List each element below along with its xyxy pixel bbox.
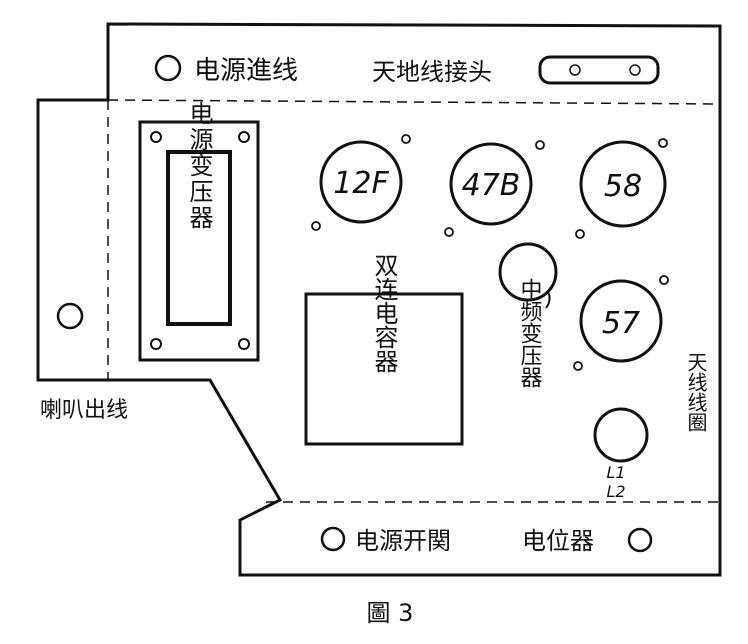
terminal-screw-1 (569, 64, 581, 76)
transformer-mount-hole (238, 131, 250, 143)
potentiometer-hole (627, 527, 653, 553)
transformer-mount-hole (150, 338, 162, 350)
power-in-hole (154, 54, 182, 82)
chassis-outline (36, 22, 722, 577)
transformer-mount-hole (238, 338, 250, 350)
tube-label-47b: 47B (462, 168, 521, 203)
if-transformer-label: 中频变压器 (517, 278, 543, 388)
dashed-line-top (107, 99, 721, 105)
power-in-label: 电源進线 (194, 56, 298, 86)
coil-id-l1: L1 (606, 463, 625, 482)
speaker-out-hole (56, 302, 84, 330)
tube-label-58: 58 (604, 169, 642, 204)
figure-caption: 圖 3 (367, 599, 414, 627)
power-switch-hole (320, 526, 346, 552)
tube-socket-57 (579, 279, 663, 363)
tube-socket-47b (449, 142, 533, 226)
tube-socket-58 (579, 140, 667, 228)
antenna-coil-label: 天线线圈 (684, 352, 708, 432)
dual-capacitor-body (304, 292, 464, 446)
power-transformer-label: 电源变压器 (185, 101, 213, 231)
transformer-mount-hole (150, 131, 162, 143)
tube-label-57: 57 (602, 306, 640, 341)
tube-label-12f: 12F (333, 166, 389, 201)
potentiometer-label: 电位器 (522, 527, 594, 555)
antenna-ground-terminal (538, 55, 660, 85)
antenna-ground-label: 天地线接头 (372, 58, 492, 86)
speaker-out-label: 喇叭出线 (40, 398, 128, 423)
if-transformer-can (498, 242, 558, 302)
tube-mount-holes (311, 134, 669, 371)
dual-capacitor-label: 双连电容器 (370, 253, 398, 373)
power-transformer-core (166, 150, 232, 326)
antenna-coil-can (593, 407, 649, 463)
terminal-screw-2 (629, 64, 641, 76)
if-transformer-lead (545, 291, 551, 309)
tube-socket-12f (319, 140, 403, 224)
power-transformer-frame (138, 120, 260, 362)
power-switch-label: 电源开関 (355, 527, 451, 555)
coil-id-l2: L2 (606, 482, 625, 501)
